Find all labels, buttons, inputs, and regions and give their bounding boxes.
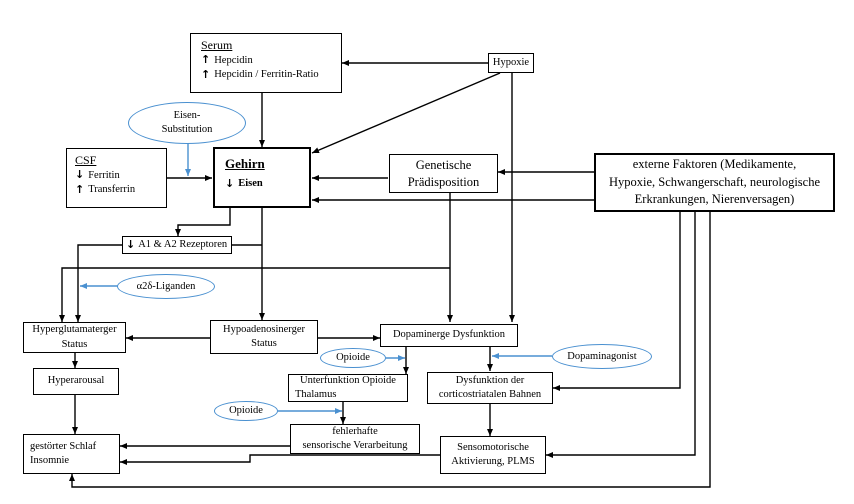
- alpha2delta-oval: α2δ-Liganden: [117, 274, 215, 299]
- cortico-line2: corticostriatalen Bahnen: [438, 389, 542, 400]
- csf-box: CSF ↓Ferritin ↑Transferrin: [66, 148, 167, 208]
- arrow-down-icon: ↓: [225, 176, 235, 190]
- dysfunktion-cortico-box: Dysfunktion der corticostriatalen Bahnen: [427, 372, 553, 404]
- senso-line1: Sensomotorische: [457, 441, 529, 453]
- edge-externe-cortico: [553, 212, 681, 391]
- opioide2-label: Opioide: [229, 405, 263, 417]
- fehlerhafte-box: fehlerhafte sensorische Verarbeitung: [290, 424, 420, 454]
- eisen-substitution-oval: Eisen- Substitution: [128, 102, 246, 144]
- externe-faktoren-box: externe Faktoren (Medikamente, Hypoxie, …: [594, 153, 835, 212]
- externe-line3: Erkrankungen, Nierenversagen): [634, 192, 795, 207]
- sensomotorische-box: Sensomotorische Aktivierung, PLMS: [440, 436, 546, 474]
- csf-line2: Transferrin: [88, 184, 136, 196]
- hyperglut-line2: Status: [61, 338, 88, 350]
- genetische-line1: Genetische: [415, 157, 472, 172]
- cortico-line1: Dysfunktion der: [455, 374, 525, 386]
- serum-line1: Hepcidin: [214, 54, 253, 66]
- hyperarousal-box: Hyperarousal: [33, 368, 119, 395]
- unterfunktion-box: Unterfunktion Opioide Thalamus: [288, 374, 408, 402]
- opioide-oval-1: Opioide: [320, 348, 386, 368]
- dopaminerge-box: Dopaminerge Dysfunktion: [380, 324, 518, 347]
- dopaminagonist-oval: Dopaminagonist: [552, 344, 652, 369]
- fehlerhafte-line1: fehlerhafte: [332, 425, 378, 437]
- alpha2delta-label: α2δ-Liganden: [136, 280, 196, 292]
- edge-senso-schlaf: [120, 454, 440, 465]
- serum-title: Serum: [201, 38, 233, 52]
- hypoadeno-line2: Status: [251, 338, 277, 349]
- dopaminerge-label: Dopaminerge Dysfunktion: [392, 329, 506, 341]
- edge-externe-senso: [546, 212, 696, 458]
- genetische-box: Genetische Prädisposition: [389, 154, 498, 193]
- edge-genetische-hyperglut: [59, 267, 450, 322]
- hypoadenosinerger-box: Hypoadenosinerger Status: [210, 320, 318, 354]
- serum-box: Serum ↑Hepcidin ↑Hepcidin / Ferritin-Rat…: [190, 33, 342, 93]
- opioide1-label: Opioide: [336, 352, 370, 364]
- unterfunktion-line2: Thalamus: [295, 389, 337, 400]
- opioide-oval-2: Opioide: [214, 401, 278, 421]
- edge-gehirn-a1a2: [175, 208, 231, 236]
- hyperglutamaterger-box: Hyperglutamaterger Status: [23, 322, 126, 353]
- gehirn-box: Gehirn ↓Eisen: [213, 147, 311, 208]
- csf-line1: Ferritin: [88, 169, 120, 181]
- edge-hypoxie-gehirn: [311, 72, 501, 154]
- csf-title: CSF: [75, 153, 97, 167]
- hyperarousal-label: Hyperarousal: [47, 375, 105, 387]
- hyperglut-line1: Hyperglutamaterger: [32, 324, 117, 336]
- genetische-line2: Prädisposition: [407, 174, 480, 189]
- edge-a1a2-hyperglut: [75, 244, 122, 322]
- externe-line1: externe Faktoren (Medikamente,: [632, 157, 797, 172]
- hypoadeno-line1: Hypoadenosinerger: [222, 323, 306, 335]
- a1a2-label: A1 & A2 Rezeptoren: [138, 238, 228, 250]
- hypoxie-box: Hypoxie: [488, 53, 534, 73]
- arrow-up-icon: ↑: [201, 53, 211, 67]
- edge-externe-schlaf: [69, 212, 711, 488]
- gestoerter-line2: Insomnie: [30, 455, 70, 466]
- unterfunktion-line1: Unterfunktion Opioide: [300, 374, 396, 386]
- serum-line2: Hepcidin / Ferritin-Ratio: [214, 69, 319, 81]
- arrow-down-icon: ↓: [75, 168, 85, 182]
- dopaminagonist-label: Dopaminagonist: [567, 350, 637, 362]
- gestoerter-schlaf-box: gestörter Schlaf Insomnie: [23, 434, 120, 474]
- eisen-substitution-line2: Substitution: [161, 124, 213, 135]
- gehirn-title: Gehirn: [225, 156, 265, 171]
- arrow-up-icon: ↑: [201, 68, 211, 82]
- fehlerhafte-line2: sensorische Verarbeitung: [302, 440, 408, 451]
- hypoxie-label: Hypoxie: [492, 56, 530, 68]
- gehirn-line1: Eisen: [238, 177, 263, 189]
- a1a2-box: ↓A1 & A2 Rezeptoren: [122, 236, 232, 254]
- arrow-up-icon: ↑: [75, 183, 85, 197]
- eisen-substitution-line1: Eisen-: [173, 110, 201, 122]
- senso-line2: Aktivierung, PLMS: [451, 456, 535, 467]
- arrow-down-icon: ↓: [126, 237, 136, 251]
- gestoerter-line1: gestörter Schlaf: [30, 440, 97, 452]
- externe-line2: Hypoxie, Schwangerschaft, neurologische: [608, 174, 821, 189]
